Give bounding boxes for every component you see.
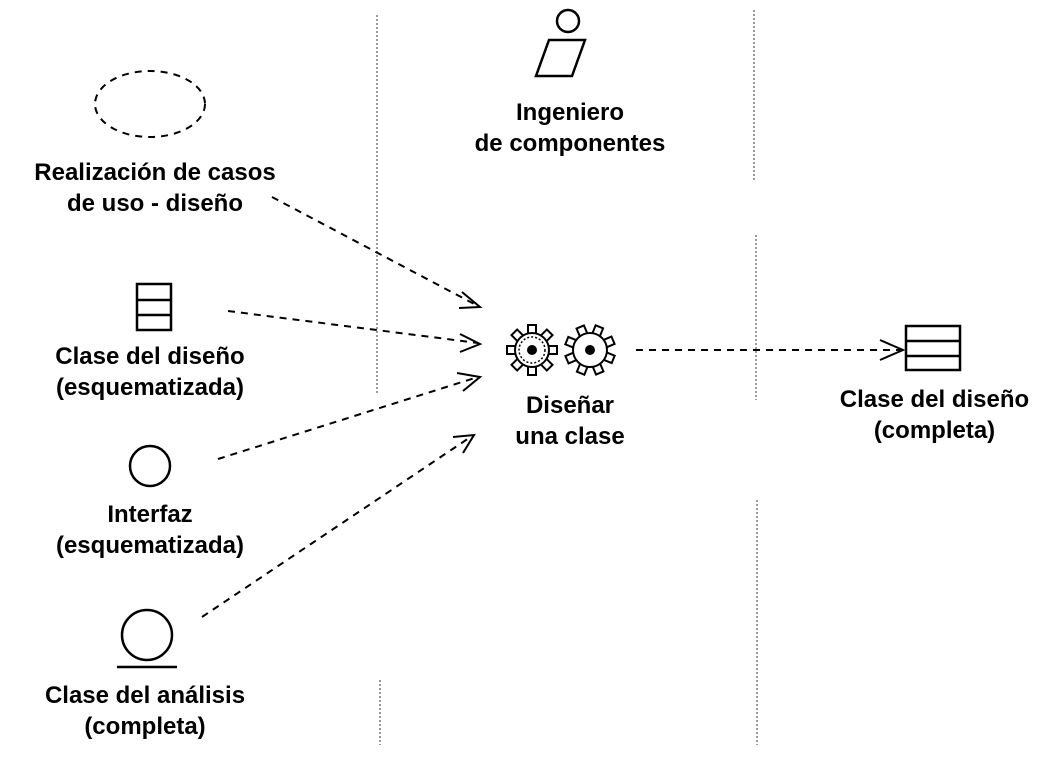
analysis-class-label: Clase del análisis (completa) [10, 680, 280, 742]
arrow-analysis-class-to-activity [201, 433, 476, 618]
interface-label-line2: (esquematizada) [55, 532, 245, 559]
design-class-icon [135, 282, 173, 332]
use-case-realization-icon [94, 70, 206, 138]
design-class-label-line2: (esquematizada) [55, 374, 245, 401]
output-label-line1: Clase del diseño [839, 386, 1030, 413]
worker-label-line1: Ingeniero [515, 99, 624, 126]
worker-label-line2: de componentes [474, 130, 666, 157]
interface-label-line1: Interfaz [107, 501, 193, 528]
use-case-realization-label: Realización de casos de uso - diseño [0, 157, 310, 219]
worker-label: Ingeniero de componentes [470, 97, 670, 159]
output-label-line2: (completa) [873, 417, 996, 444]
output-design-class-icon [904, 324, 962, 372]
worker-icon [534, 8, 587, 78]
interface-label: Interfaz (esquematizada) [20, 499, 280, 561]
arrow-design-class-to-activity [227, 310, 483, 353]
analysis-class-icon [117, 608, 177, 669]
arrow-interface-to-activity [217, 372, 483, 460]
design-class-label-line1: Clase del diseño [55, 343, 245, 370]
analysis-class-label-line1: Clase del análisis [44, 682, 246, 709]
arrow-activity-to-output [636, 339, 906, 361]
activity-label-line1: Diseñar [525, 392, 615, 419]
interface-icon [128, 444, 172, 488]
activity-label-line2: una clase [515, 423, 625, 450]
arrow-use-case-to-activity [271, 196, 483, 309]
gears-icon [506, 324, 616, 376]
analysis-class-label-line2: (completa) [84, 713, 206, 740]
design-class-label: Clase del diseño (esquematizada) [20, 341, 280, 403]
use-case-realization-label-line1: Realización de casos [34, 159, 276, 186]
use-case-realization-label-line2: de uso - diseño [66, 190, 243, 217]
output-label: Clase del diseño (completa) [812, 384, 1057, 446]
activity-label: Diseñar una clase [470, 390, 670, 452]
